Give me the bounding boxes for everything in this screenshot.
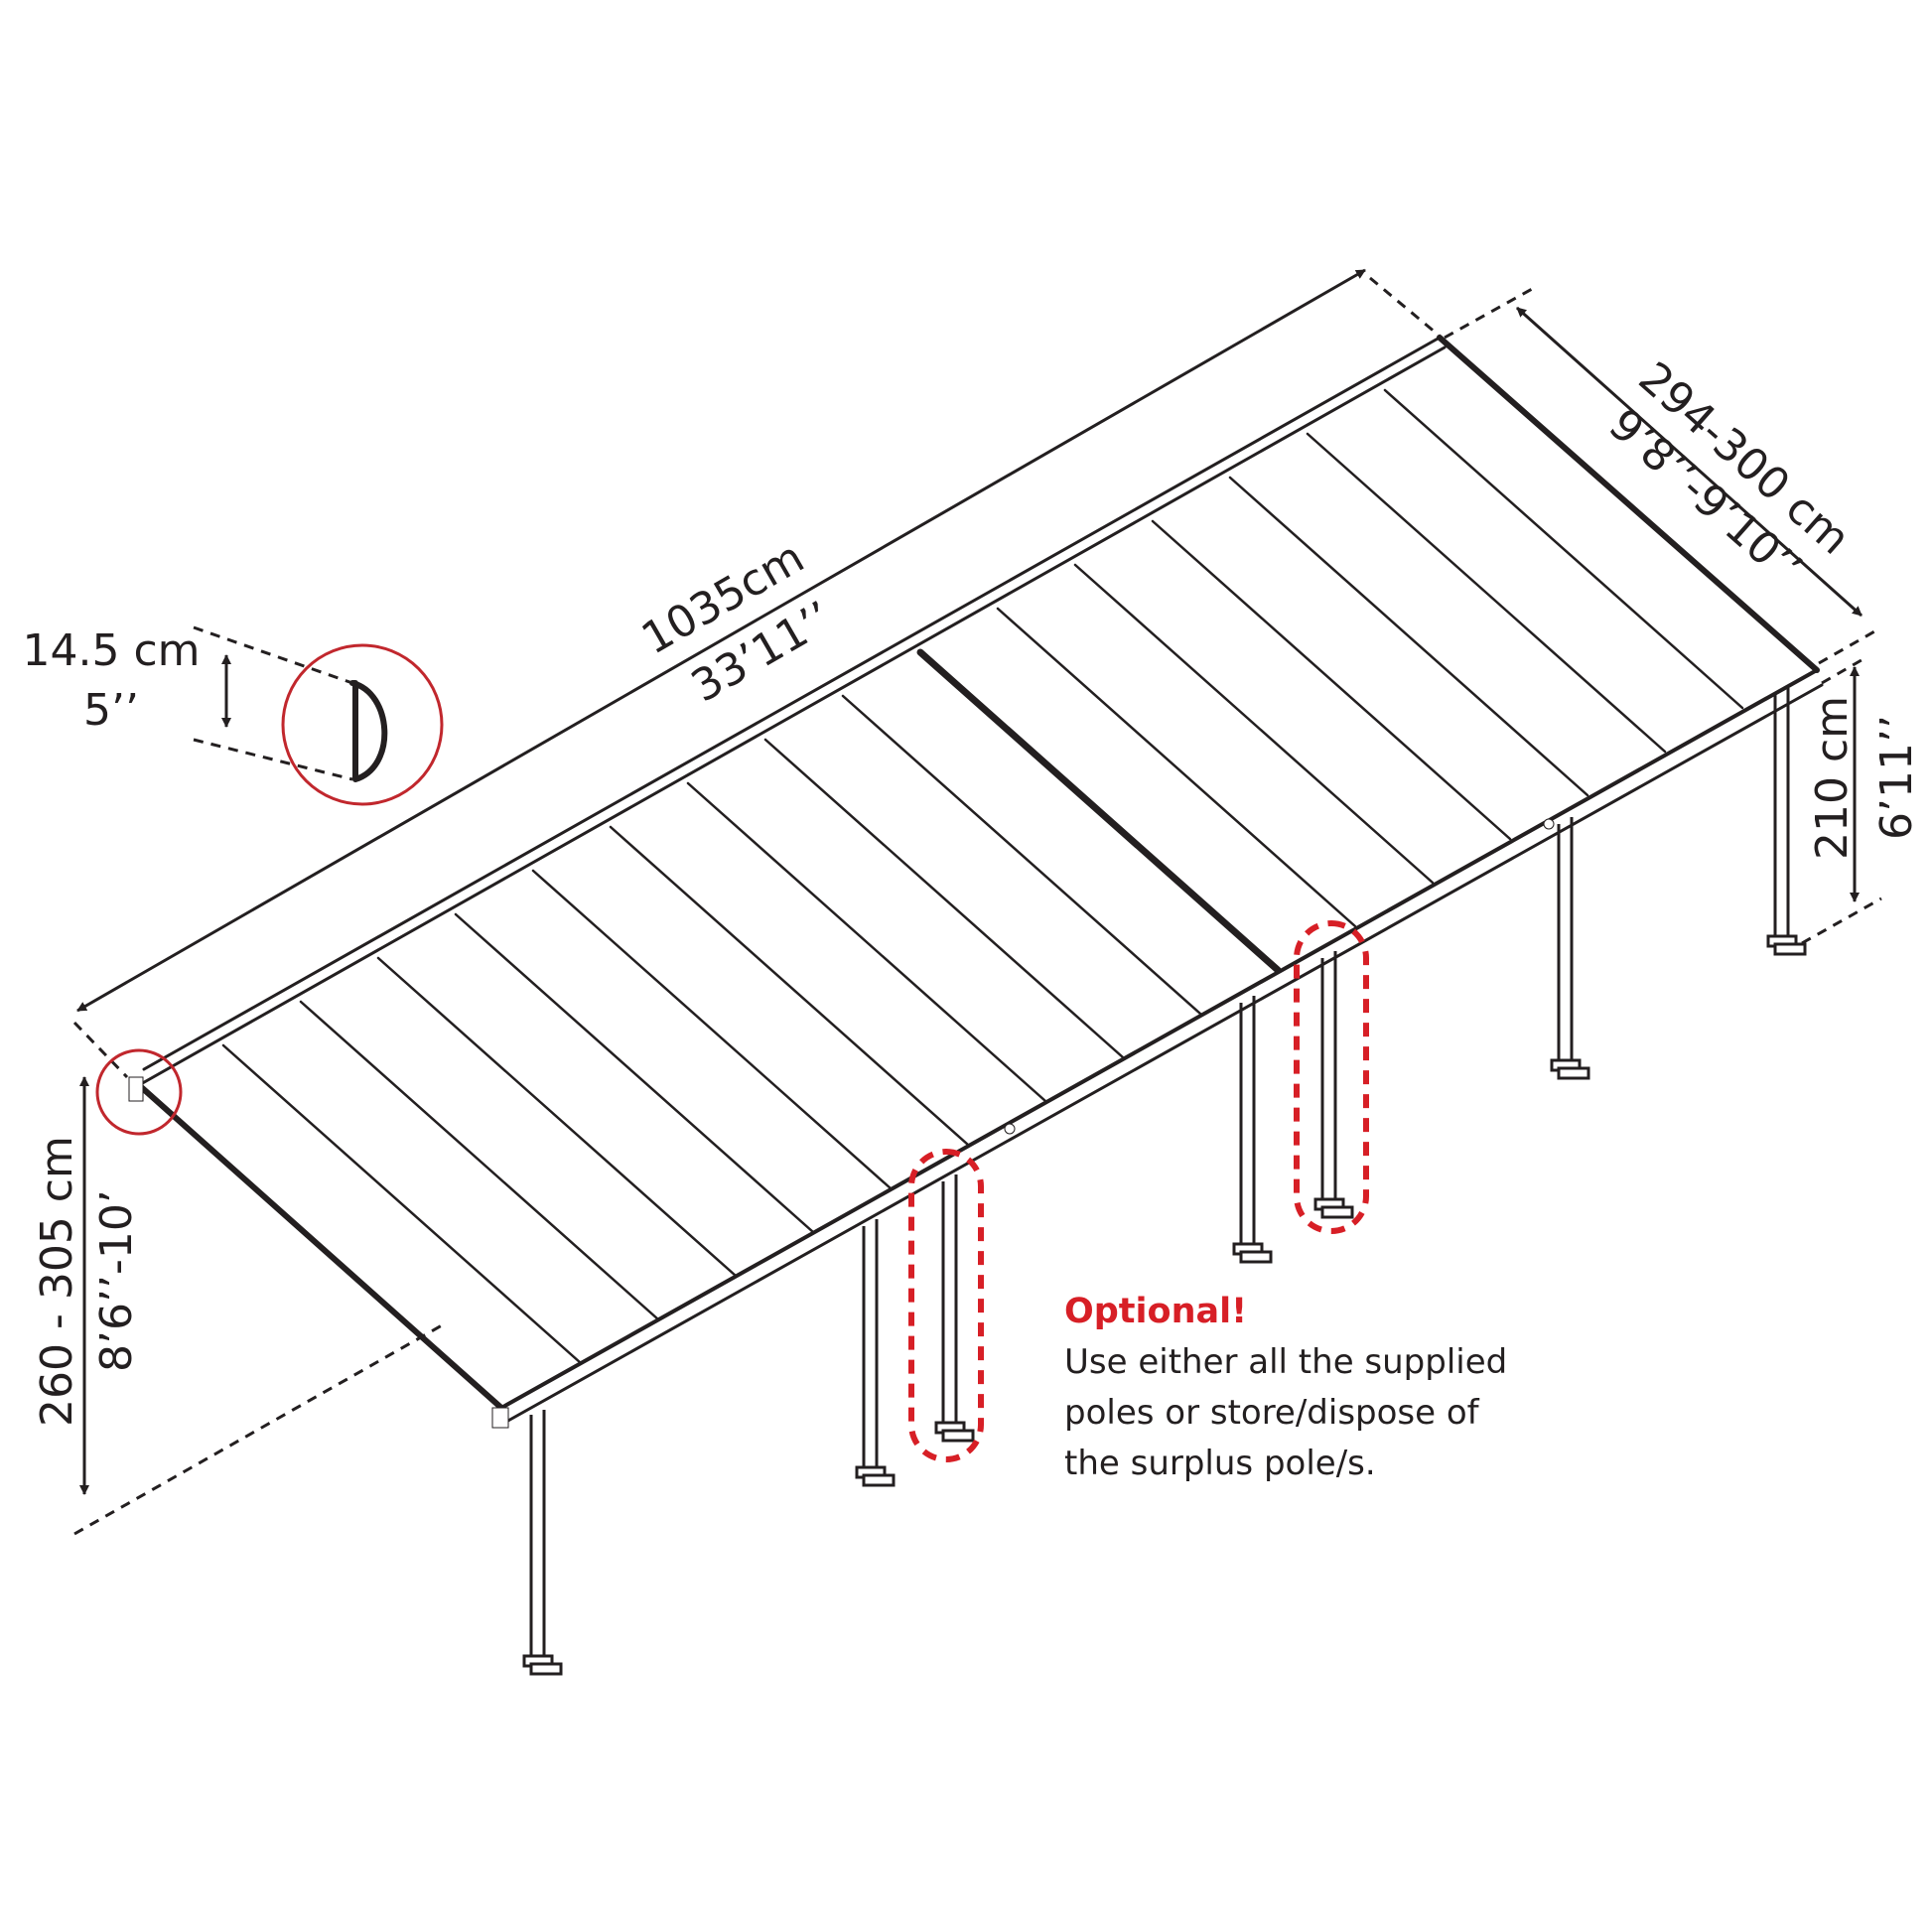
front-height-in-label: 8’6’’-10’: [91, 1189, 142, 1372]
post-3: [1232, 996, 1273, 1264]
post-optional-1: [934, 1174, 975, 1443]
profile-detail: [95, 625, 444, 1136]
post-1: [522, 1410, 563, 1676]
post-4: [1550, 817, 1590, 1080]
post-2: [855, 1219, 896, 1487]
profile-shape: [349, 680, 388, 782]
profile-cm-label: 14.5 cm: [22, 625, 200, 676]
front-height-cm-label: 260 - 305 cm: [32, 1136, 82, 1427]
optional-note-line-3: the surplus pole/s.: [1064, 1444, 1376, 1483]
posts: [522, 688, 1807, 1676]
back-height-cm-label: 210 cm: [1807, 696, 1858, 860]
optional-note-title: Optional!: [1064, 1292, 1248, 1331]
roof: [128, 335, 1824, 1429]
width-dimension: [1444, 286, 1877, 665]
profile-callout-circle: [281, 643, 444, 806]
front-height-dimension: [73, 1076, 443, 1536]
optional-post-highlight-2: [1294, 920, 1369, 1234]
post-5: [1766, 688, 1807, 956]
optional-note-line-1: Use either all the supplied: [1064, 1342, 1508, 1382]
profile-detail-locator-circle: [95, 1048, 183, 1136]
post-optional-2: [1313, 951, 1354, 1219]
optional-note-line-2: poles or store/dispose of: [1064, 1393, 1479, 1433]
back-height-dimension: [1801, 655, 1882, 945]
back-height-in-label: 6’11’’: [1871, 715, 1922, 840]
optional-post-highlight-1: [908, 1149, 984, 1462]
optional-note: Optional! Use either all the supplied po…: [1064, 1287, 1581, 1489]
length-dimension: [72, 268, 1443, 1079]
profile-in-label: 5’’: [83, 685, 139, 736]
